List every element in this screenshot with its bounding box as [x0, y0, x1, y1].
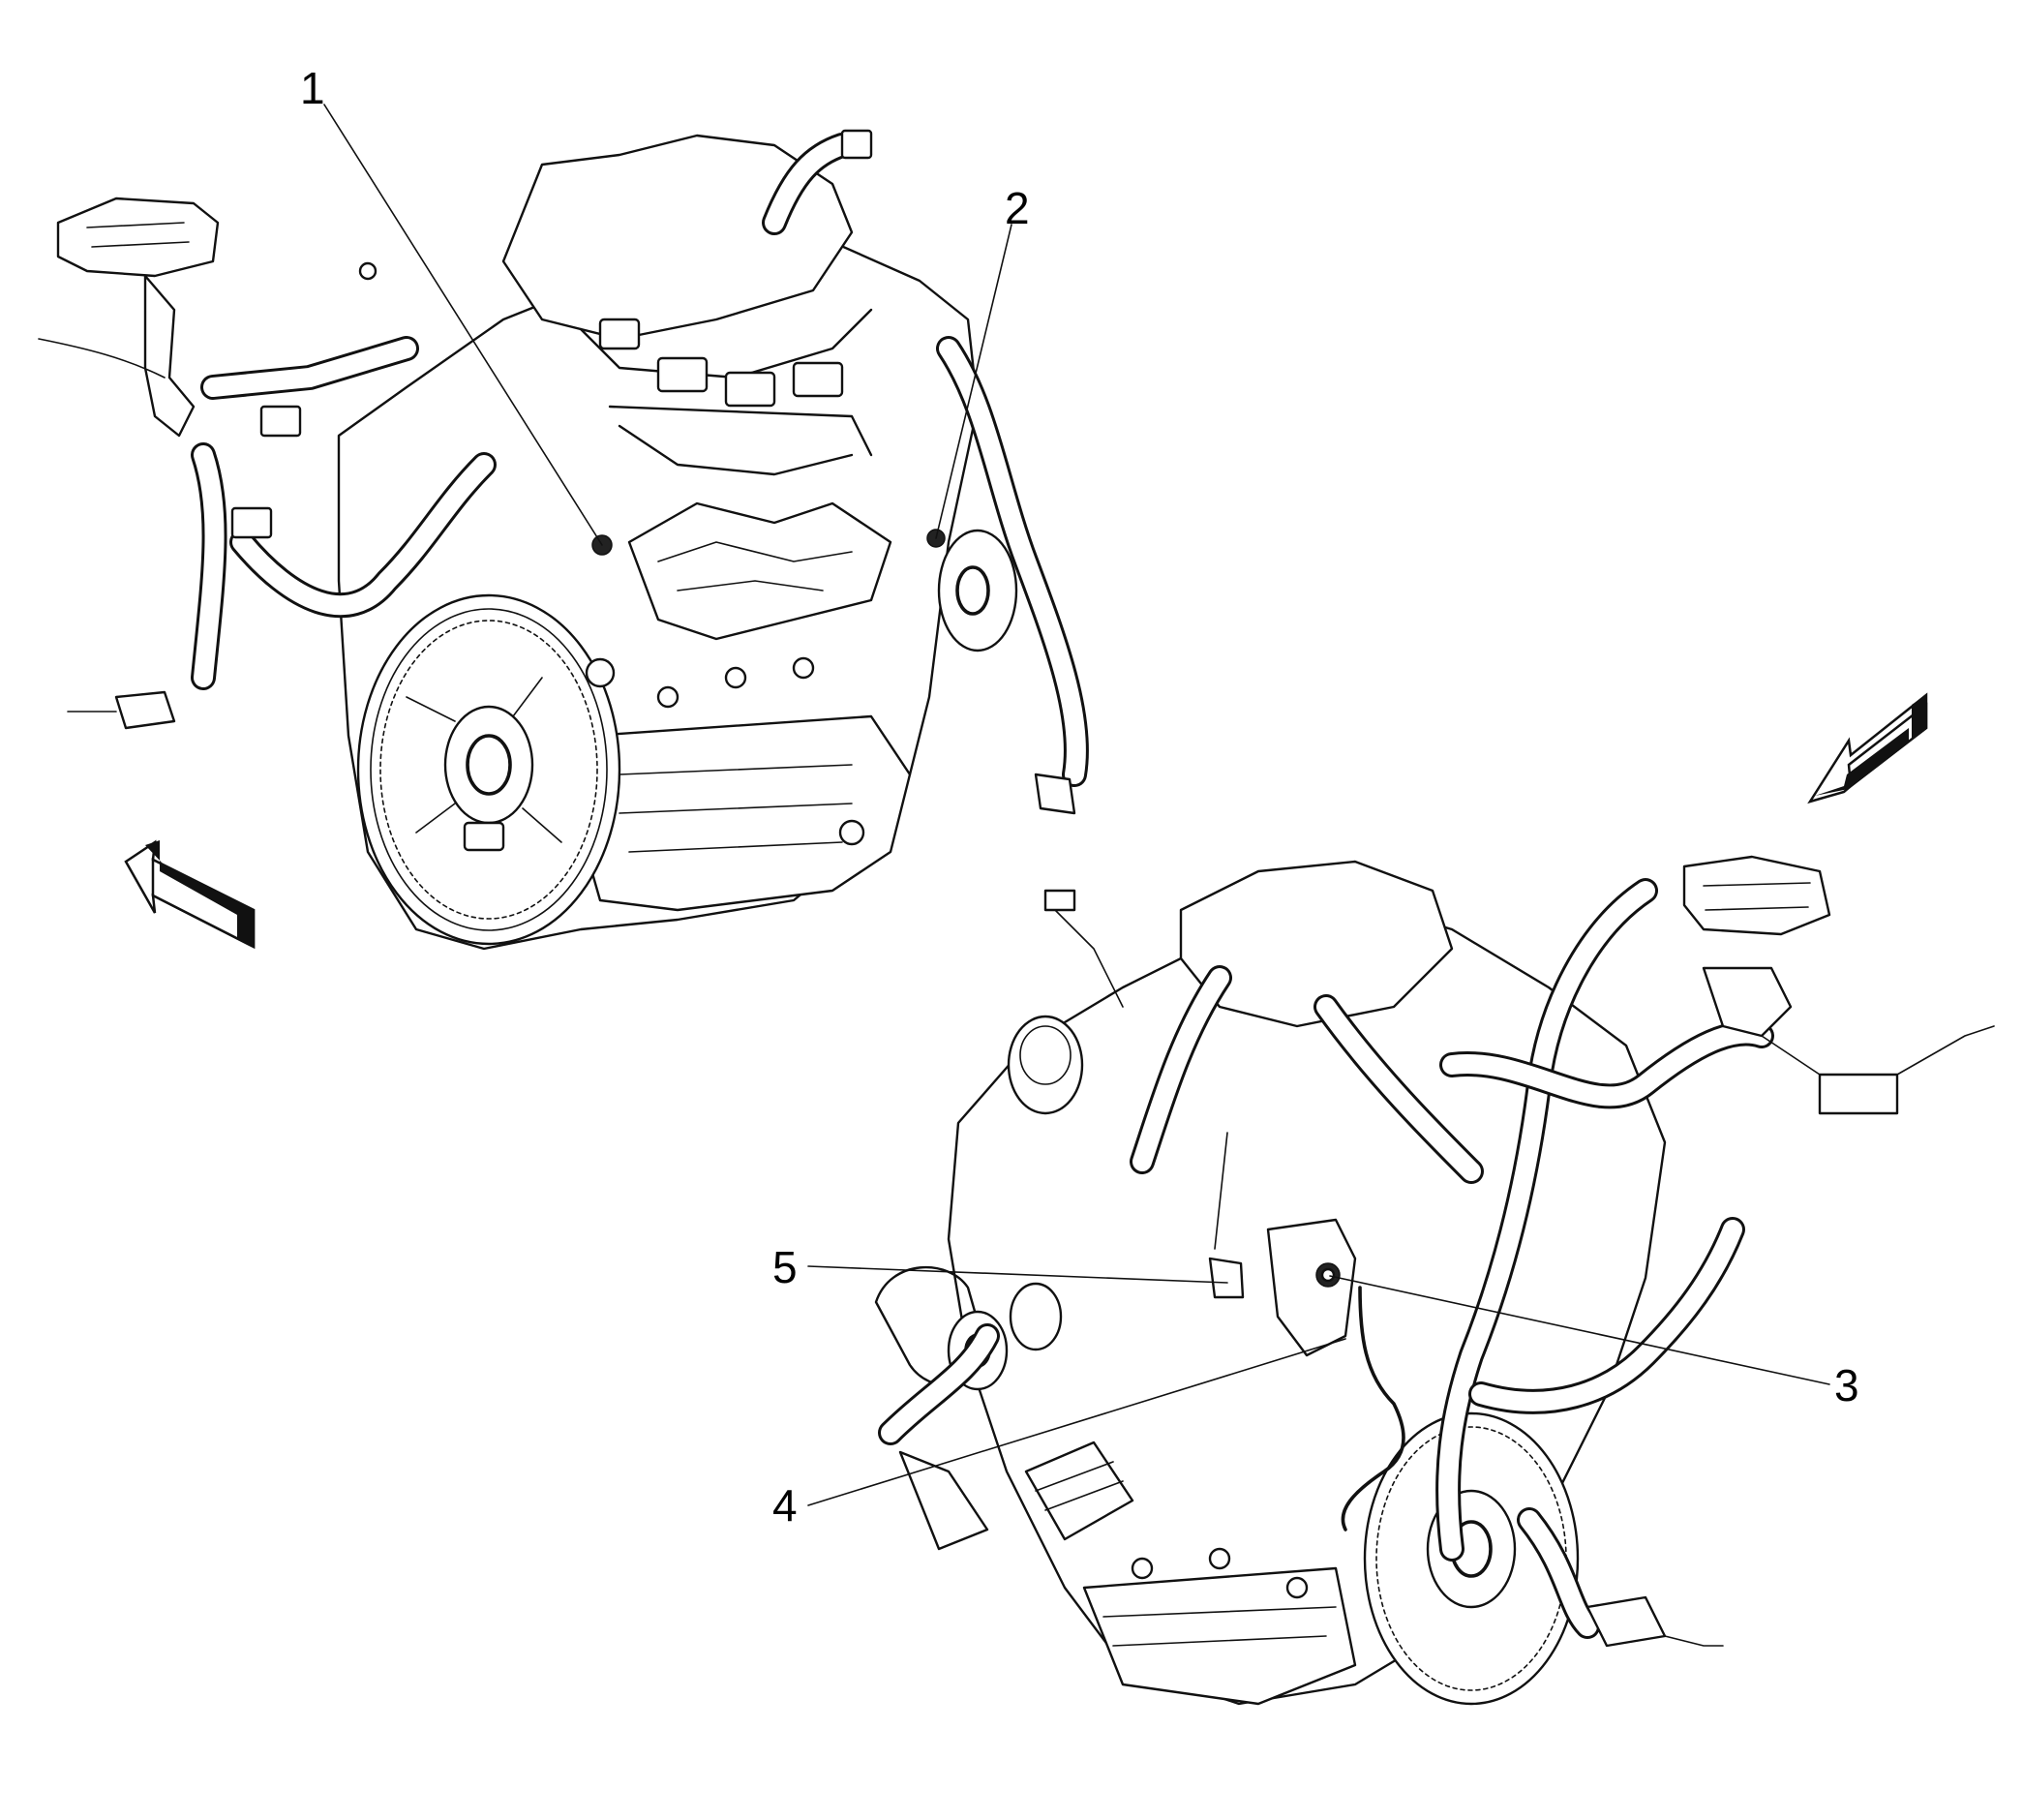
view-direction-arrow-icon — [124, 839, 256, 950]
leader-line-4 — [807, 1338, 1346, 1506]
callout-4: 4 — [772, 1480, 798, 1531]
upper-engine-assembly — [38, 129, 1089, 951]
callout-3: 3 — [1834, 1360, 1859, 1410]
lower-engine-assembly — [874, 855, 1995, 1706]
view-direction-arrow-icon — [1807, 692, 1928, 804]
leader-line-5 — [807, 1265, 1228, 1284]
callout-5: 5 — [772, 1242, 798, 1292]
callout-1: 1 — [300, 63, 325, 113]
leader-line-2 — [935, 224, 1012, 539]
leader-lines — [323, 104, 1830, 1506]
leader-line-3 — [1329, 1275, 1830, 1385]
callout-2: 2 — [1005, 183, 1030, 233]
leader-line-1 — [323, 104, 603, 546]
